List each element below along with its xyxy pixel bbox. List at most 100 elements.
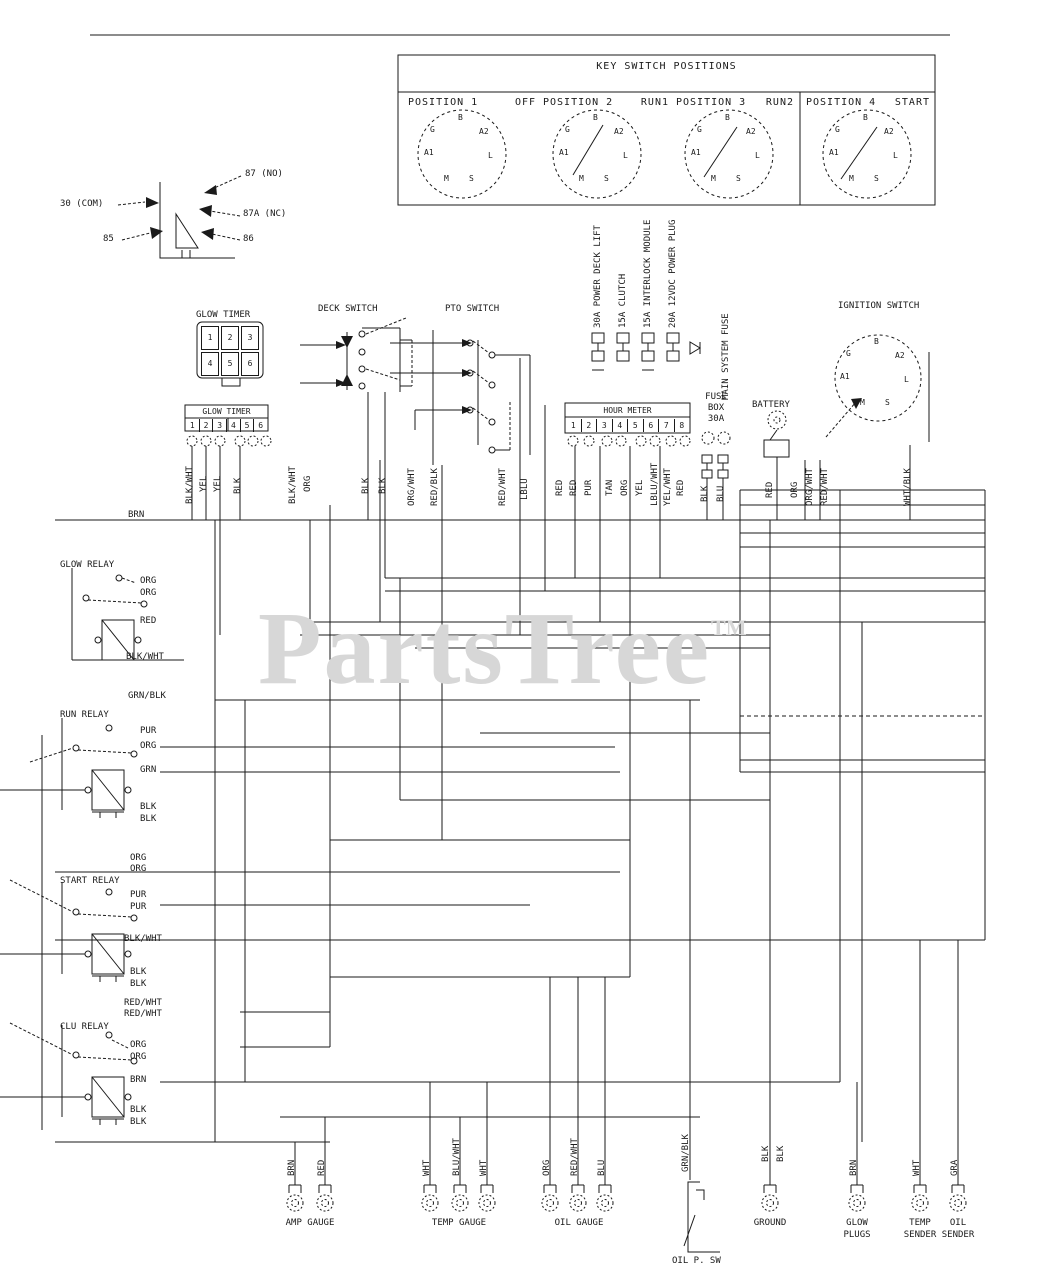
terminal-g: G <box>430 125 435 134</box>
pin-5: 5 <box>239 419 254 432</box>
oil-gauge-label: OIL GAUGE <box>554 1218 604 1228</box>
terminal-l: L <box>904 375 909 384</box>
fuse-3-label: 15A INTERLOCK MODULE <box>643 219 653 328</box>
terminal-b: B <box>593 113 598 122</box>
wire-label: RED/BLK <box>430 468 440 506</box>
terminal-s: S <box>874 174 879 183</box>
position-1-mode: OFF <box>514 97 536 108</box>
terminal-g: G <box>697 125 702 134</box>
terminal-a1: A1 <box>559 148 569 157</box>
wire-label: RED <box>765 481 775 498</box>
wire-label: RED <box>569 479 579 496</box>
relay-pinout-legend <box>117 175 242 259</box>
pin-1: 1 <box>570 421 576 430</box>
watermark: PartsTreeTM <box>258 591 747 706</box>
position-1-header: POSITION 1 OFF <box>408 97 536 108</box>
wire-label: BLK/WHT <box>185 466 195 504</box>
terminal-b: B <box>863 113 868 122</box>
ignition-switch-symbol <box>825 334 930 442</box>
pin-6: 6 <box>253 419 267 432</box>
pin-7: 7 <box>658 419 674 432</box>
wire-label: BLK <box>361 477 371 494</box>
wire-label: PUR <box>584 479 594 496</box>
fuse-4-label: 20A 12VDC POWER PLUG <box>668 219 678 328</box>
glow-timer-connector <box>184 404 272 447</box>
ring-terminals <box>286 1184 967 1212</box>
wire-label: BLU <box>716 485 726 502</box>
fuse-2-label: 15A CLUTCH <box>618 273 628 328</box>
terminal-l: L <box>755 151 760 160</box>
wire-label: BLU/WHT <box>452 1138 462 1176</box>
wire-label: BRN <box>130 1075 147 1085</box>
pin-6: 6 <box>642 419 659 432</box>
wire-label: ORG/WHT <box>407 468 417 506</box>
wire-label: BLK <box>130 1117 147 1127</box>
terminal-s: S <box>469 174 474 183</box>
position-1-label: POSITION 1 <box>408 97 479 108</box>
position-4-label: POSITION 4 <box>806 97 877 108</box>
wire-label: BLK/WHT <box>124 934 162 944</box>
connector-title: HOUR METER <box>603 406 652 415</box>
wire-label: LBLU/WHT <box>650 462 660 506</box>
fuse-box-battery <box>701 410 790 479</box>
pin-5: 5 <box>221 352 239 376</box>
legend-87-no: 87 (NO) <box>245 169 283 179</box>
glow-relay-symbol <box>71 568 184 661</box>
key-switch-panel-box <box>397 54 936 206</box>
position-4-header: POSITION 4 START <box>806 97 930 108</box>
run-relay-title: RUN RELAY <box>60 710 109 720</box>
clu-relay-symbol <box>0 1022 138 1125</box>
wire-label: BLK <box>233 477 243 494</box>
legend-30-com: 30 (COM) <box>60 199 104 209</box>
wire-label: ORG <box>130 864 147 874</box>
wire-label: LBLU <box>520 478 530 500</box>
wire-label: RED/WHT <box>124 1009 162 1019</box>
glow-timer-connector-title: GLOW TIMER <box>202 407 251 416</box>
terminal-b: B <box>874 337 879 346</box>
pin-1: 1 <box>201 326 219 350</box>
terminal-l: L <box>623 151 628 160</box>
pin-4: 4 <box>201 352 219 376</box>
wire-label: RED/WHT <box>124 998 162 1008</box>
legend-85: 85 <box>103 234 114 244</box>
pin-6: 6 <box>241 352 259 376</box>
wire-label: YEL/WHT <box>663 468 673 506</box>
oil-sender-label-2: SENDER <box>941 1230 975 1240</box>
wire-label: TAN <box>605 479 615 496</box>
position-2-label: POSITION 2 <box>543 97 614 108</box>
terminal-m: M <box>849 174 854 183</box>
glow-timer-connector-pins: 1 2 3 4 5 6 <box>186 419 267 432</box>
pin-1: 1 <box>189 421 195 430</box>
wires-vertical <box>41 358 986 1185</box>
pin-8: 8 <box>673 419 690 432</box>
oil-sender-label-1: OIL <box>949 1218 967 1228</box>
wire-label: ORG/WHT <box>805 468 815 506</box>
terminal-m: M <box>860 398 865 407</box>
wire-label: BLK/WHT <box>126 652 164 662</box>
wire-label: RED <box>317 1159 327 1176</box>
fuse-box-line2: BOX <box>707 403 725 413</box>
connector-8pin <box>564 402 691 447</box>
wire-label: ORG <box>130 1040 147 1050</box>
terminal-b: B <box>725 113 730 122</box>
terminal-a1: A1 <box>829 148 839 157</box>
bus-brn-label: BRN <box>128 510 145 520</box>
pin-4: 4 <box>611 419 628 432</box>
terminal-m: M <box>444 174 449 183</box>
wire-label: BLK <box>776 1145 786 1162</box>
terminal-g: G <box>565 125 570 134</box>
glow-timer-title: GLOW TIMER <box>196 310 251 320</box>
terminal-a2: A2 <box>479 127 489 136</box>
wire-label: RED <box>140 616 157 626</box>
terminal-g: G <box>835 125 840 134</box>
wire-label: BLK <box>130 979 147 989</box>
terminal-s: S <box>736 174 741 183</box>
terminal-m: M <box>711 174 716 183</box>
wire-label: BRN <box>849 1159 859 1176</box>
watermark-tm: TM <box>711 615 747 640</box>
wire-label: RED/WHT <box>498 468 508 506</box>
temp-sender-label-2: SENDER <box>903 1230 937 1240</box>
fuse-symbols <box>591 332 701 371</box>
wire-label: ORG <box>130 1052 147 1062</box>
